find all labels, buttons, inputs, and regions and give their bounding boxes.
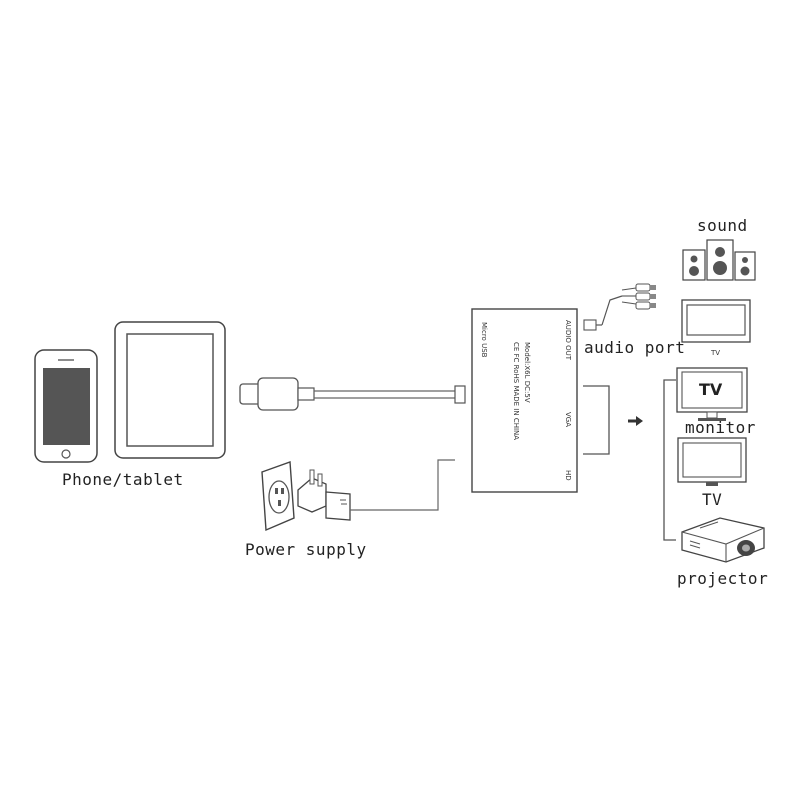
tablet-illustration [114,321,226,459]
audio-cable [583,283,656,331]
monitor-illustration [676,367,748,421]
adapter-box [471,308,578,493]
lightning-cable [239,377,466,411]
phone-illustration [34,349,98,463]
tv-illustration [677,437,747,486]
output-bracket [663,379,676,541]
adapter-audio-out-text: AUDIO OUT [564,320,572,361]
phone-tablet-label: Phone/tablet [62,470,184,489]
tv-small-label: TV [711,349,721,357]
tv-label: TV [702,490,723,509]
projector-label: projector [677,569,769,588]
power-outlet-illustration [261,461,295,532]
speakers-illustration [682,239,756,281]
power-plug-illustration [297,459,455,521]
monitor-screen-text: TV [699,380,723,399]
sound-label: sound [697,216,748,235]
monitor-label: monitor [685,418,756,437]
vga-hd-bracket [583,385,610,455]
adapter-micro-usb-text: Micro USB [480,322,488,358]
projector-illustration [681,517,765,563]
audio-port-label: audio port [584,338,686,357]
adapter-marks-text: CE FC RoHS MADE IN CHINA [512,342,520,441]
power-supply-label: Power supply [245,540,367,559]
adapter-hd-text: HD [564,470,572,481]
adapter-vga-text: VGA [564,412,572,428]
adapter-model-text: Model:X6L DC:5V [523,342,531,403]
arrow-icon [628,416,643,426]
audio-tv-illustration [681,299,751,343]
